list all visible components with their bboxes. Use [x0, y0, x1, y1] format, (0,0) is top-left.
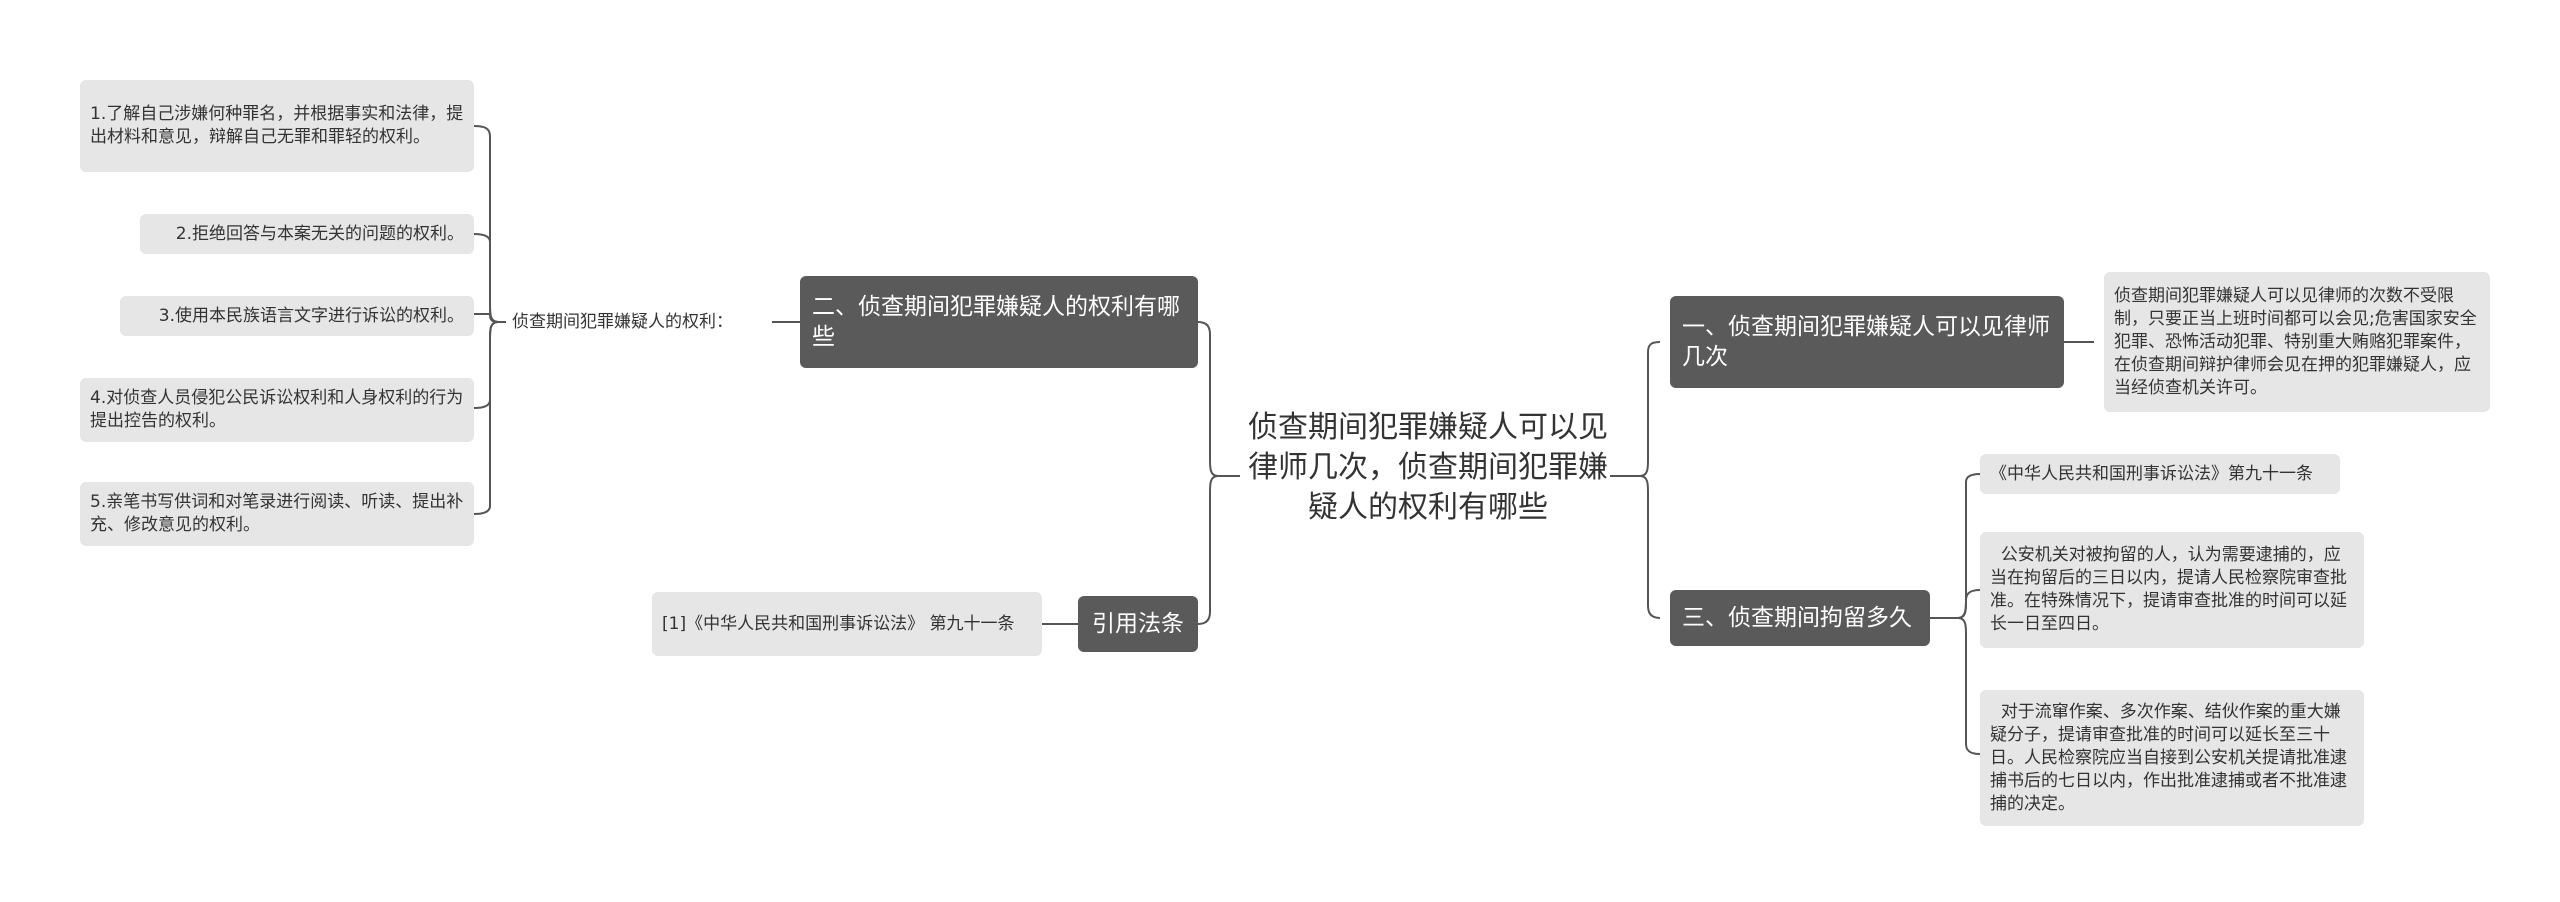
rights-item[interactable]: 1.了解自己涉嫌何种罪名，并根据事实和法律，提出材料和意见，辩解自己无罪和罪轻的…: [80, 80, 474, 172]
branch-detention-label: 三、侦查期间拘留多久: [1682, 605, 1912, 631]
rights-item-text: 2.拒绝回答与本案无关的问题的权利。: [175, 223, 464, 244]
rights-intermediate-label[interactable]: 侦查期间犯罪嫌疑人的权利：: [506, 304, 772, 340]
rights-item[interactable]: 4.对侦查人员侵犯公民诉讼权利和人身权利的行为提出控告的权利。: [80, 378, 474, 442]
central-topic[interactable]: 侦查期间犯罪嫌疑人可以见律师几次，侦查期间犯罪嫌疑人的权利有哪些: [1246, 398, 1610, 538]
detention-item[interactable]: 对于流窜作案、多次作案、结伙作案的重大嫌疑分子，提请审查批准的时间可以延长至三十…: [1980, 690, 2364, 826]
citation-item-text: [1]《中华人民共和国刑事诉讼法》 第九十一条: [662, 613, 1015, 634]
rights-item-text: 4.对侦查人员侵犯公民诉讼权利和人身权利的行为提出控告的权利。: [90, 388, 464, 431]
rights-item-text: 1.了解自己涉嫌何种罪名，并根据事实和法律，提出材料和意见，辩解自己无罪和罪轻的…: [90, 104, 464, 147]
branch-lawyer-visits[interactable]: 一、侦查期间犯罪嫌疑人可以见律师几次: [1670, 296, 2064, 388]
detention-item-text: 公安机关对被拘留的人，认为需要逮捕的，应当在拘留后的三日以内，提请人民检察院审查…: [1990, 545, 2347, 634]
detention-item-text: 《中华人民共和国刑事诉讼法》第九十一条: [1990, 463, 2313, 484]
rights-item-text: 3.使用本民族语言文字进行诉讼的权利。: [158, 305, 464, 326]
lawyer-item[interactable]: 侦查期间犯罪嫌疑人可以见律师的次数不受限制，只要正当上班时间都可以会见;危害国家…: [2104, 272, 2490, 412]
branch-lawyer-visits-label: 一、侦查期间犯罪嫌疑人可以见律师几次: [1682, 314, 2050, 370]
branch-citation[interactable]: 引用法条: [1078, 596, 1198, 652]
branch-detention[interactable]: 三、侦查期间拘留多久: [1670, 590, 1930, 646]
citation-item[interactable]: [1]《中华人民共和国刑事诉讼法》 第九十一条: [652, 592, 1042, 656]
detention-item[interactable]: 《中华人民共和国刑事诉讼法》第九十一条: [1980, 454, 2340, 494]
rights-intermediate-text: 侦查期间犯罪嫌疑人的权利：: [512, 311, 733, 332]
detention-item-text: 对于流窜作案、多次作案、结伙作案的重大嫌疑分子，提请审查批准的时间可以延长至三十…: [1990, 701, 2347, 814]
branch-citation-label: 引用法条: [1092, 611, 1184, 637]
rights-item[interactable]: 2.拒绝回答与本案无关的问题的权利。: [140, 214, 474, 254]
detention-item[interactable]: 公安机关对被拘留的人，认为需要逮捕的，应当在拘留后的三日以内，提请人民检察院审查…: [1980, 532, 2364, 648]
lawyer-item-text: 侦查期间犯罪嫌疑人可以见律师的次数不受限制，只要正当上班时间都可以会见;危害国家…: [2114, 285, 2477, 398]
branch-rights-label: 二、侦查期间犯罪嫌疑人的权利有哪些: [812, 294, 1180, 350]
central-topic-text: 侦查期间犯罪嫌疑人可以见律师几次，侦查期间犯罪嫌疑人的权利有哪些: [1248, 410, 1608, 525]
rights-item-text: 5.亲笔书写供词和对笔录进行阅读、听读、提出补充、修改意见的权利。: [90, 492, 464, 535]
rights-item[interactable]: 5.亲笔书写供词和对笔录进行阅读、听读、提出补充、修改意见的权利。: [80, 482, 474, 546]
rights-item[interactable]: 3.使用本民族语言文字进行诉讼的权利。: [120, 296, 474, 336]
branch-rights[interactable]: 二、侦查期间犯罪嫌疑人的权利有哪些: [800, 276, 1198, 368]
